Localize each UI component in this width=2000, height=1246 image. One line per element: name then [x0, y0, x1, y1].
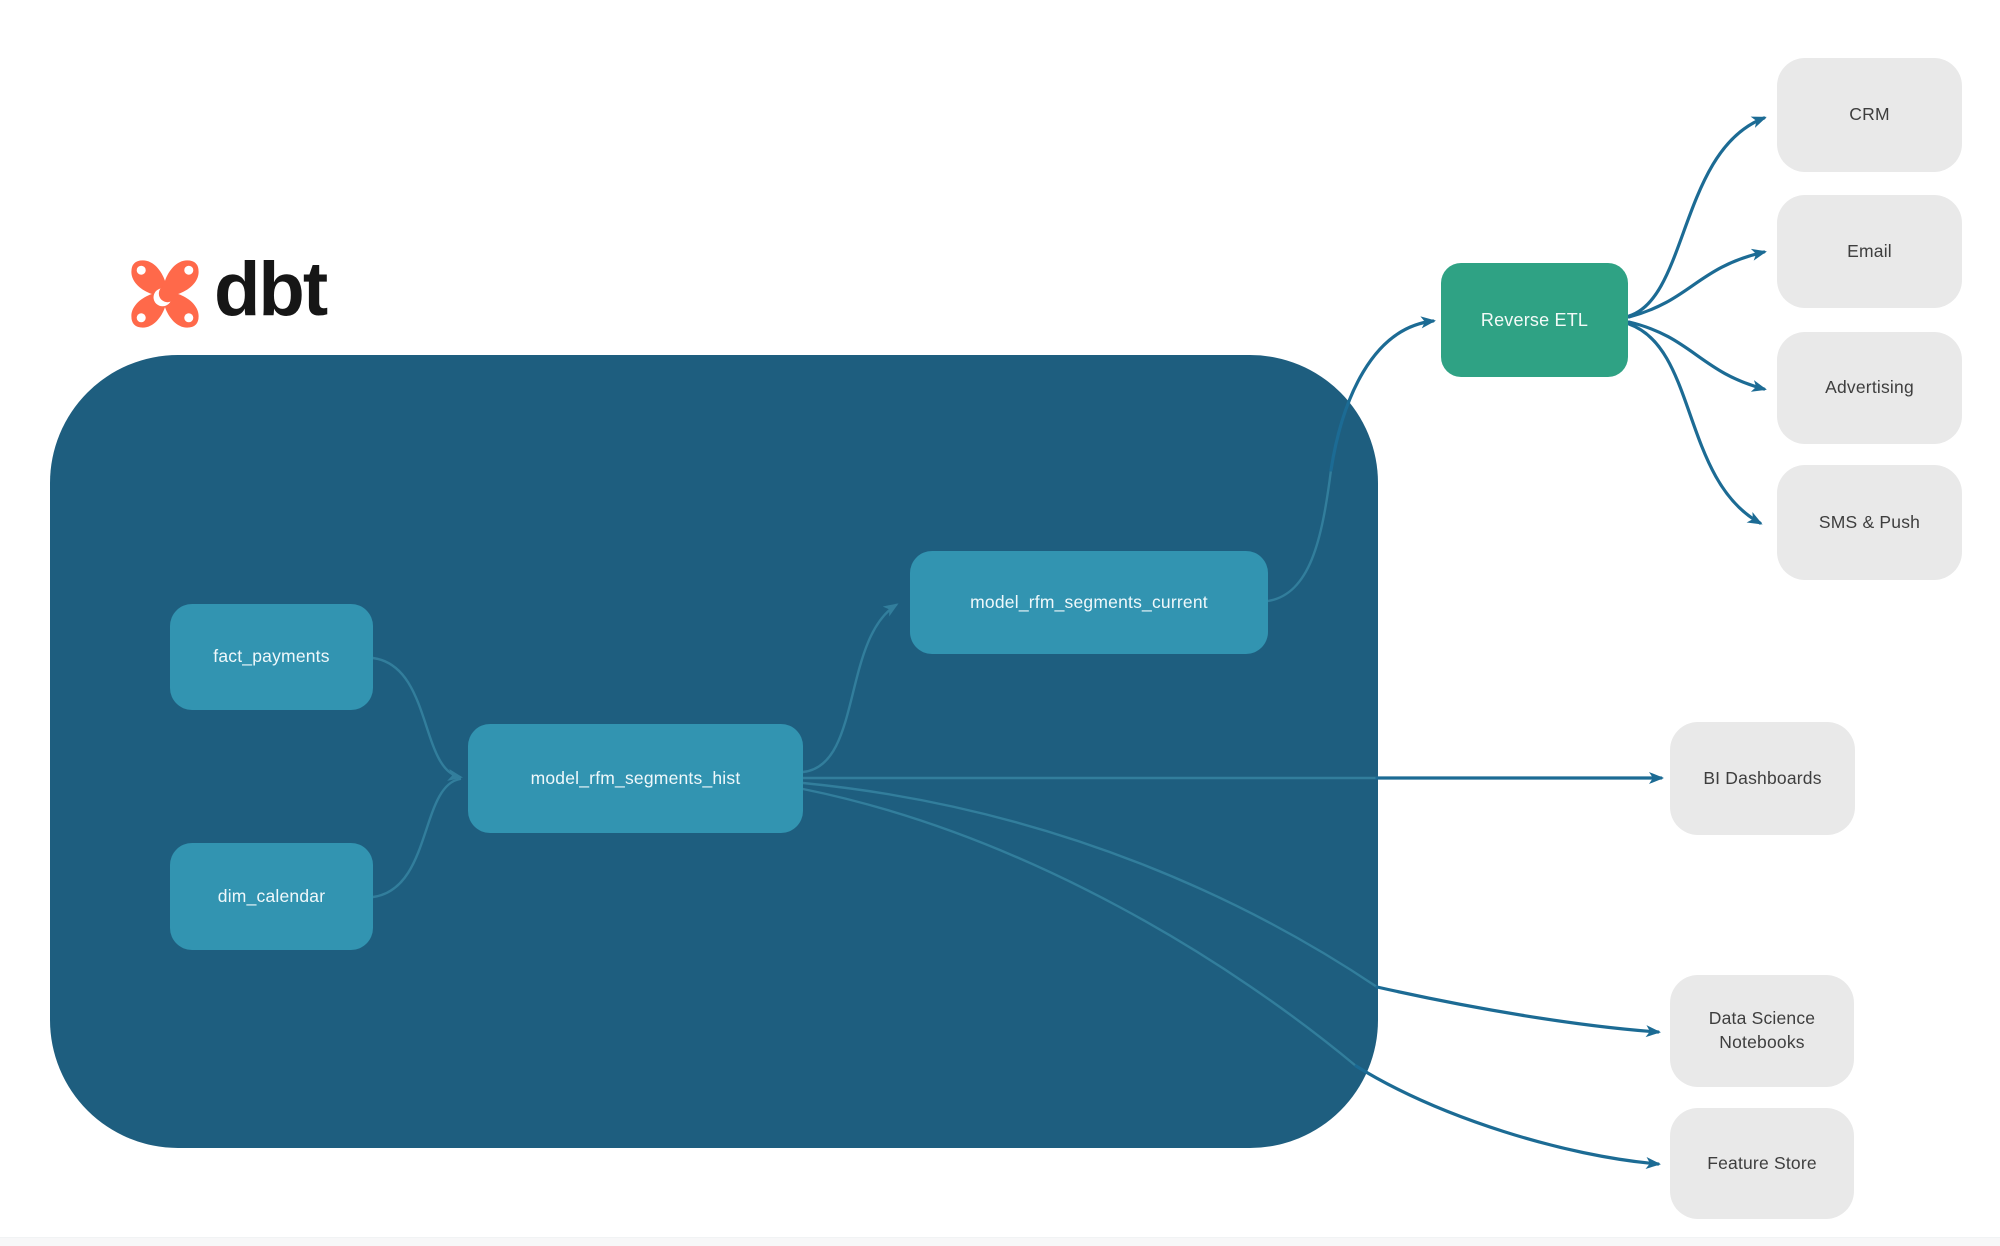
node-sms-push: SMS & Push	[1777, 465, 1962, 580]
node-label: dim_calendar	[217, 885, 326, 906]
dbt-logo-text: dbt	[214, 247, 328, 332]
node-model-rfm-segments-current: model_rfm_segments_current	[910, 551, 1268, 654]
node-feature-store: Feature Store	[1670, 1108, 1854, 1219]
node-email: Email	[1777, 195, 1962, 308]
node-label: model_rfm_segments_hist	[530, 767, 741, 788]
edge-reverse-etl-to-sms-push	[1627, 322, 1763, 525]
node-dim-calendar: dim_calendar	[170, 843, 373, 950]
node-label: BI Dashboards	[1703, 767, 1822, 788]
edge-reverse-etl-to-advertising	[1627, 320, 1767, 392]
node-label: fact_payments	[213, 646, 330, 667]
edge-reverse-etl-to-crm	[1627, 116, 1767, 318]
node-label: Advertising	[1825, 377, 1914, 398]
node-label: model_rfm_segments_current	[970, 591, 1208, 612]
edge-hist-to-feature-store	[1354, 1064, 1661, 1169]
node-bi-dashboards: BI Dashboards	[1670, 722, 1855, 835]
node-label: SMS & Push	[1818, 511, 1921, 532]
node-crm: CRM	[1777, 58, 1962, 172]
edge-reverse-etl-to-email	[1627, 248, 1767, 319]
node-label: Data Science Notebooks	[1708, 1008, 1816, 1052]
dbt-logo: dbt	[124, 247, 328, 336]
node-reverse-etl: Reverse ETL	[1441, 263, 1628, 377]
page-bottom-edge	[0, 1237, 2000, 1246]
edge-hist-to-ds-notebooks	[1375, 985, 1661, 1038]
node-data-science-notebooks: Data Science Notebooks	[1670, 975, 1854, 1087]
node-advertising: Advertising	[1777, 332, 1962, 444]
node-label: Reverse ETL	[1480, 309, 1589, 330]
node-fact-payments: fact_payments	[170, 604, 373, 710]
node-label: CRM	[1849, 104, 1890, 125]
dbt-star-icon	[131, 260, 199, 328]
node-label: Feature Store	[1707, 1152, 1817, 1173]
node-model-rfm-segments-hist: model_rfm_segments_hist	[468, 724, 803, 833]
node-label: Email	[1847, 240, 1892, 261]
